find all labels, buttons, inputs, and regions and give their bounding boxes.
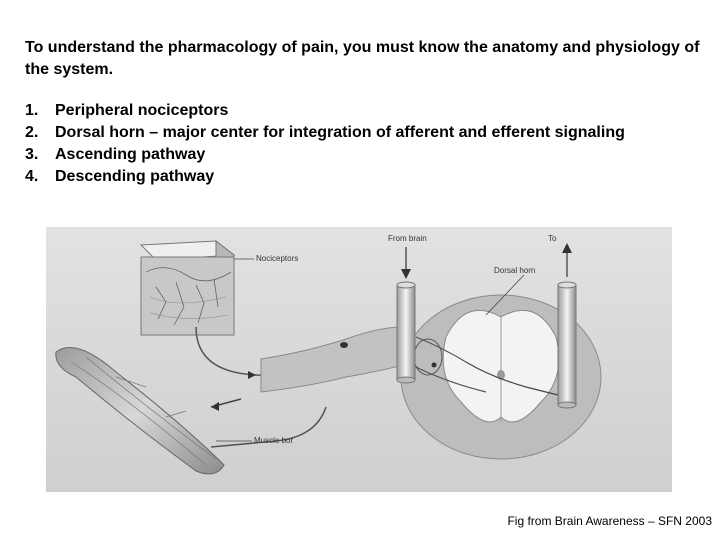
arrow-up-icon (562, 243, 572, 253)
arrow-icon (211, 402, 219, 411)
list-item-number: 3. (25, 146, 39, 163)
muscle-bundle (55, 347, 225, 475)
spinal-cord (400, 294, 602, 460)
arrow-down-icon (401, 269, 411, 279)
from-brain-label: From brain (388, 234, 427, 243)
list-item: 2. Dorsal horn – major center for integr… (25, 122, 715, 144)
list-item: 3. Ascending pathway (25, 144, 715, 166)
list-item-number: 1. (25, 102, 39, 119)
ganglion (340, 342, 348, 348)
topic-list: 1. Peripheral nociceptors 2. Dorsal horn… (25, 100, 715, 188)
descending-tract-tube (396, 281, 416, 384)
arrow-icon (248, 371, 256, 379)
intro-text: To understand the pharmacology of pain, … (25, 39, 700, 78)
muscle-label: Muscle bor (254, 436, 293, 445)
nociceptors-label: Nociceptors (256, 254, 298, 263)
muscle-fiber (210, 406, 327, 448)
dorsal-horn-leader (485, 274, 525, 316)
skin-block (139, 239, 236, 336)
list-item-text: Descending pathway (55, 168, 215, 185)
list-item: 1. Peripheral nociceptors (25, 100, 715, 122)
list-item-text: Dorsal horn – major center for integrati… (55, 124, 625, 141)
ascending-tract-tube (557, 281, 577, 409)
dorsal-horn-label: Dorsal horn (494, 266, 535, 275)
list-item-text: Ascending pathway (55, 146, 206, 163)
pain-pathway-diagram: Nociceptors From brain To Dorsal horn Mu… (46, 227, 672, 492)
list-item: 4. Descending pathway (25, 166, 715, 188)
figure-caption: Fig from Brain Awareness – SFN 2003 (507, 514, 712, 528)
list-item-text: Peripheral nociceptors (55, 102, 229, 119)
list-item-number: 4. (25, 168, 39, 185)
pain-pathway-figure: Nociceptors From brain To Dorsal horn Mu… (46, 227, 672, 492)
to-label: To (548, 234, 557, 243)
list-item-number: 2. (25, 124, 39, 141)
